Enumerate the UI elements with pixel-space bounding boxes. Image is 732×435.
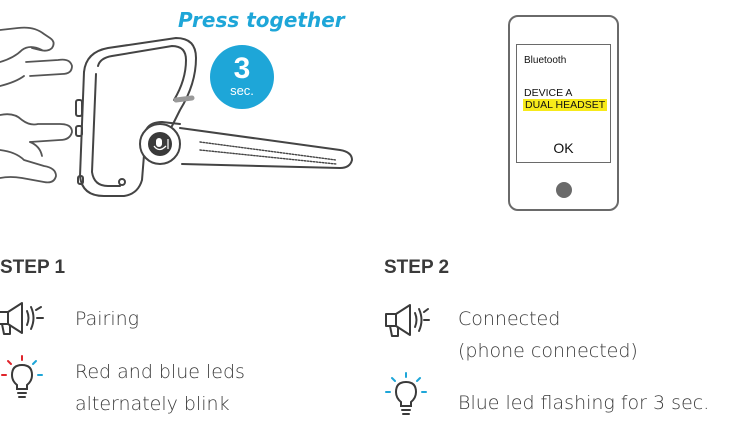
phone-illustration: Bluetooth DEVICE A DUAL HEADSET OK	[508, 15, 619, 211]
step1-pairing-text: Pairing	[75, 308, 140, 330]
device-a-entry: DEVICE A	[524, 87, 573, 99]
speaker-icon	[0, 302, 44, 335]
phone-home-button	[556, 182, 572, 198]
step1-led-text-line2: alternately blink	[75, 393, 230, 415]
led-blue-icon	[385, 372, 427, 415]
timer-value: 3	[233, 52, 251, 85]
bluetooth-title: Bluetooth	[524, 55, 567, 66]
press-together-label: Press together	[178, 8, 345, 32]
step1-led-text-line1: Red and blue leds	[75, 361, 245, 383]
step1-title: STEP 1	[0, 257, 66, 278]
led-red-blue-icon	[1, 355, 43, 398]
timer-badge: 3 sec.	[210, 45, 274, 109]
headset-illustration	[0, 26, 353, 197]
step2-blue-led-text: Blue led flashing for 3 sec.	[458, 392, 710, 414]
ok-label: OK	[553, 140, 574, 156]
step2-phone-connected-text: (phone connected)	[458, 340, 638, 362]
dual-headset-entry: DUAL HEADSET	[523, 99, 608, 111]
speaker-icon	[385, 304, 430, 337]
step2-connected-text: Connected	[458, 308, 561, 330]
hands-icon	[0, 26, 73, 184]
phone-screen: Bluetooth DEVICE A DUAL HEADSET OK	[516, 44, 611, 163]
step2-title: STEP 2	[384, 257, 450, 278]
mute-button-icon	[139, 123, 181, 165]
timer-unit: sec.	[230, 83, 254, 98]
